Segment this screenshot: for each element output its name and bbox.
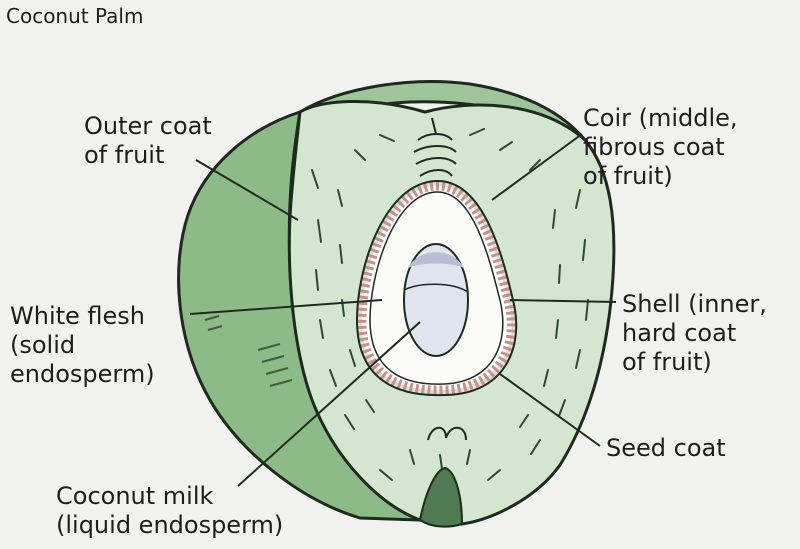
label-seed-coat: Seed coat bbox=[606, 434, 726, 462]
milk-surface bbox=[403, 283, 469, 293]
leader-shell bbox=[509, 299, 617, 303]
diagram-title: Coconut Palm bbox=[6, 4, 144, 28]
coir-top-knot bbox=[413, 117, 457, 177]
leader-white-flesh bbox=[189, 299, 383, 315]
label-coir: Coir (middle, fibrous coat of fruit) bbox=[583, 104, 738, 190]
coconut-milk bbox=[403, 243, 469, 357]
leader-outer-coat bbox=[195, 159, 299, 221]
husk-streaks bbox=[204, 315, 293, 387]
coir-fibers bbox=[311, 128, 589, 481]
label-coconut-milk: Coconut milk (liquid endosperm) bbox=[56, 482, 284, 539]
shell-outline bbox=[355, 179, 518, 397]
label-outer-coat: Outer coat of fruit bbox=[84, 112, 212, 169]
leader-coconut-milk bbox=[237, 321, 421, 487]
milk-shadow bbox=[408, 252, 464, 268]
stalk-base bbox=[418, 466, 464, 528]
leader-seed-coat bbox=[499, 373, 601, 447]
leader-lines bbox=[189, 133, 617, 487]
germ-pores bbox=[427, 426, 467, 441]
label-shell: Shell (inner, hard coat of fruit) bbox=[622, 290, 767, 376]
label-white-flesh: White flesh (solid endosperm) bbox=[10, 302, 155, 388]
leader-coir bbox=[491, 133, 583, 201]
